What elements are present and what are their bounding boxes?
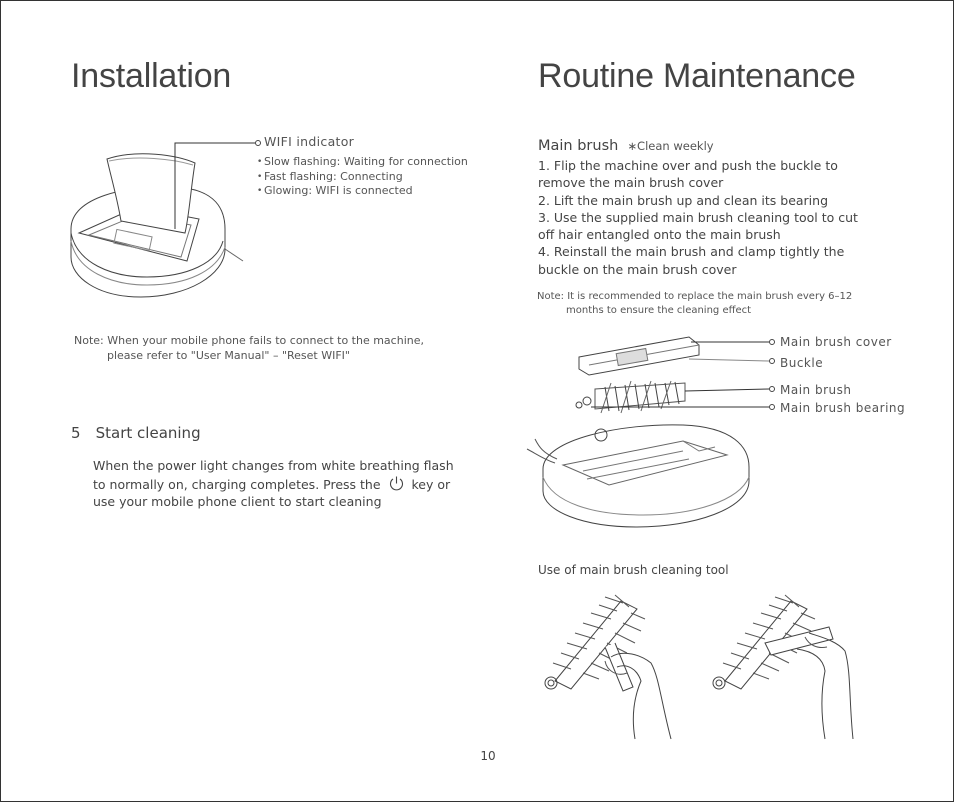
main-brush-note-line-1: It is recommended to replace the main br… [567, 291, 853, 302]
main-brush-heading: Main brush [538, 138, 619, 154]
step-title: Start cleaning [95, 424, 201, 442]
main-brush-note-line-2: months to ensure the cleaning effect [566, 304, 752, 316]
step-text-before: When the power light changes from white … [93, 458, 454, 492]
main-brush-step-1: 1. Flip the machine over and push the bu… [538, 158, 838, 191]
main-brush-heading-row: Main brush ∗Clean weekly [538, 135, 714, 154]
wifi-state-fast: Fast flashing: Connecting [257, 170, 468, 185]
note-prefix: Note: [74, 334, 104, 347]
cleaning-tool-illustration-1 [544, 594, 672, 740]
main-brush-step-3: 3. Use the supplied main brush cleaning … [538, 209, 858, 243]
main-brush-frequency: ∗Clean weekly [627, 139, 714, 153]
wifi-note: Note: When your mobile phone fails to co… [74, 334, 454, 363]
page-number: 10 [480, 749, 496, 763]
wifi-indicator-states: Slow flashing: Waiting for connection Fa… [257, 155, 468, 199]
step-number: 5 [71, 424, 81, 442]
main-brush-step-2: 2. Lift the main brush up and clean its … [538, 192, 829, 208]
main-brush-step-4: 4. Reinstall the main brush and clamp ti… [538, 244, 845, 277]
wifi-indicator-label: WIFI indicator [264, 134, 355, 149]
note-line-1: When your mobile phone fails to connect … [107, 334, 424, 347]
tool-caption: Use of main brush cleaning tool [538, 563, 729, 577]
part-label-main-brush-cover: Main brush cover [780, 335, 892, 349]
wifi-state-glowing: Glowing: WIFI is connected [257, 184, 468, 199]
power-icon [389, 476, 403, 490]
main-brush-note: Note: It is recommended to replace the m… [537, 290, 852, 317]
part-label-main-brush: Main brush [780, 383, 852, 397]
step-description: When the power light changes from white … [93, 457, 468, 511]
main-brush-steps: 1. Flip the machine over and push the bu… [538, 157, 863, 278]
cleaning-tool-illustration-2 [712, 594, 854, 740]
step-text-after: key or use your mobile phone client to s… [93, 476, 451, 510]
main-brush-exploded-illustration [526, 336, 775, 528]
robot-wifi-illustration [70, 140, 261, 298]
installation-title: Installation [71, 57, 232, 95]
step-heading: 5 Start cleaning [71, 423, 201, 442]
part-label-buckle: Buckle [780, 356, 824, 370]
note-line-2: please refer to "User Manual" – "Reset W… [107, 348, 350, 362]
wifi-state-slow: Slow flashing: Waiting for connection [257, 155, 468, 170]
main-brush-note-prefix: Note: [537, 291, 565, 302]
part-label-main-brush-bearing: Main brush bearing [780, 401, 906, 415]
routine-maintenance-title: Routine Maintenance [538, 57, 856, 95]
